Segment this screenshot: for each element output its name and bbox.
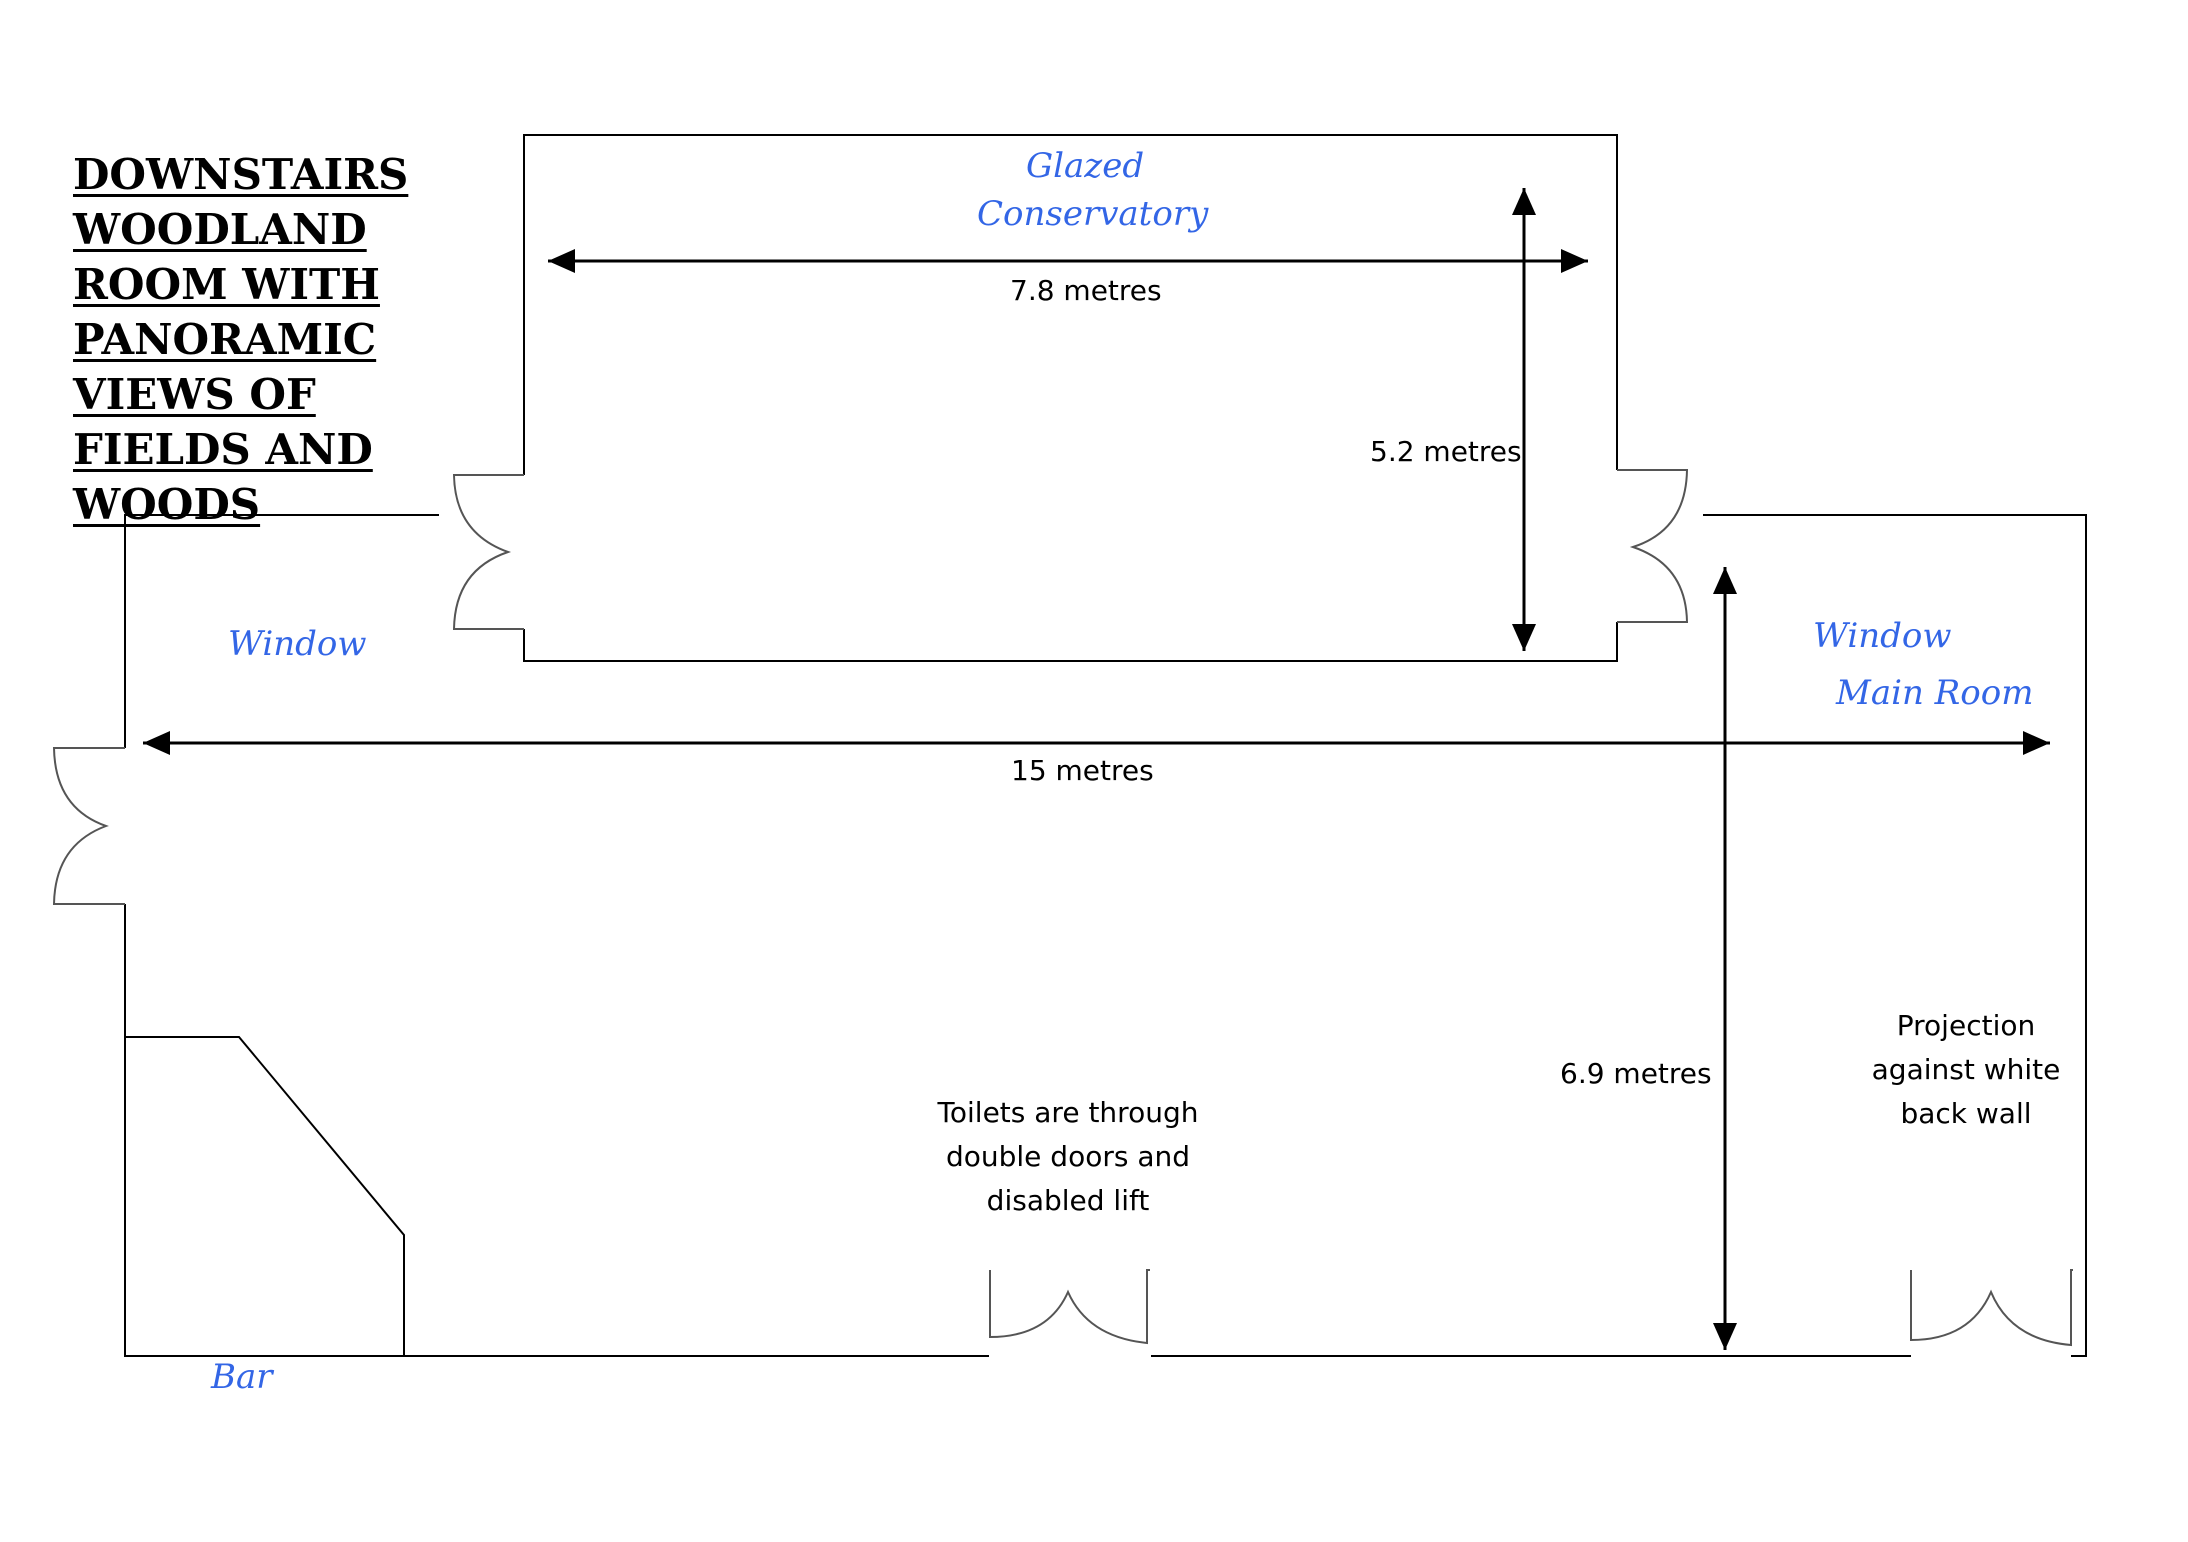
projection-note-line: Projection: [1896, 1009, 2036, 1042]
toilets-note-line: double doors and: [945, 1140, 1191, 1173]
main-room-top-left-wall: [124, 514, 439, 748]
conservatory-width-label: 7.8 metres: [1010, 274, 1162, 307]
title-line: VIEWS OF: [73, 370, 316, 419]
toilets-note-line: disabled lift: [986, 1184, 1150, 1217]
toilets-note-line: Toilets are through: [937, 1096, 1199, 1129]
title-line: WOODLAND: [73, 205, 367, 254]
conservatory-left-door-icon: [452, 474, 524, 630]
conservatory-label: Conservatory: [977, 194, 1209, 234]
conservatory-bottom-wall: [523, 622, 1618, 662]
projection-note: Projection against white back wall: [1846, 1004, 2086, 1136]
main-room-length-label: 15 metres: [1011, 754, 1154, 787]
title-line: ROOM WITH: [73, 260, 380, 309]
window-right-label: Window: [1813, 616, 1952, 656]
rear-door-icon: [1910, 1269, 2073, 1347]
title-line: FIELDS AND: [73, 425, 373, 474]
bar-label: Bar: [211, 1357, 273, 1397]
main-room-left-door-icon: [52, 747, 125, 905]
main-room-left-lower-wall: [124, 904, 989, 1357]
window-left-label: Window: [228, 624, 367, 664]
conservatory-walls: [523, 134, 1618, 475]
conservatory-depth-label: 5.2 metres: [1370, 435, 1522, 468]
toilets-note: Toilets are through double doors and dis…: [908, 1091, 1228, 1223]
main-room-label: Main Room: [1836, 673, 2034, 713]
title-line: PANORAMIC: [73, 315, 377, 364]
title-line: DOWNSTAIRS: [73, 150, 409, 199]
glazed-label: Glazed: [1026, 146, 1145, 186]
projection-note-line: against white: [1871, 1053, 2061, 1086]
conservatory-right-door-icon: [1617, 469, 1689, 623]
toilets-door-icon: [989, 1269, 1150, 1345]
bar-counter: [125, 1036, 405, 1356]
main-room-top-right-wall: [1703, 514, 2087, 1357]
main-room-depth-label: 6.9 metres: [1560, 1057, 1712, 1090]
title-line: WOODS: [73, 480, 261, 529]
projection-note-line: back wall: [1900, 1097, 2032, 1130]
